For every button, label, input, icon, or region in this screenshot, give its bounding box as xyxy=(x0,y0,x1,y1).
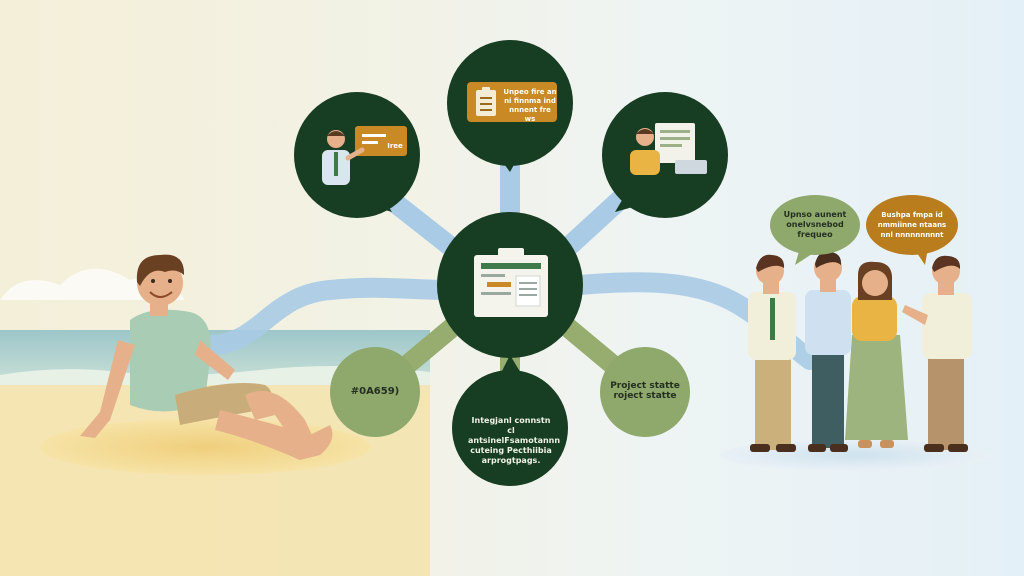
speech-bubble-orange xyxy=(866,195,958,265)
worker-figure xyxy=(630,128,660,175)
orange-speech-text: Bushpa fmpa id nmmiinne ntaans nnl nnnnn… xyxy=(877,211,947,239)
bottom-center-text: Integjanl connstn cl antsinelFsamotannn … xyxy=(468,416,561,465)
connector-left-wave xyxy=(200,277,460,355)
clipboard-icon xyxy=(476,87,496,116)
node-bottom xyxy=(452,355,568,486)
node-top-right xyxy=(602,92,728,218)
person-2 xyxy=(805,251,851,452)
top-note-text: Unpeo fire an ni finnma ind nnnent fre w… xyxy=(503,88,557,123)
speech-bubble-green xyxy=(770,195,860,265)
green-speech-text: Upnso aunent onelvsnebod frequeo xyxy=(783,210,847,239)
laptop-icon xyxy=(655,123,707,174)
left-small-node-text: #0A659) xyxy=(350,386,400,397)
screen-icon xyxy=(474,248,548,317)
presentation-board xyxy=(355,126,407,156)
node-top-left xyxy=(294,92,420,218)
left-note-text: Iree xyxy=(387,142,403,150)
connector-top-right xyxy=(555,185,635,260)
connector-top-left xyxy=(375,185,465,260)
cloud xyxy=(0,268,185,300)
presenter-figure xyxy=(322,130,365,185)
person-4 xyxy=(902,255,972,452)
node-left-small xyxy=(330,347,420,437)
node-right-small xyxy=(600,347,690,437)
right-small-node-text: Project statte roject statte xyxy=(610,381,680,401)
person-3 xyxy=(845,261,908,448)
team-group xyxy=(720,195,990,471)
node-center xyxy=(437,212,583,358)
person-1 xyxy=(748,254,796,452)
node-top xyxy=(447,40,573,172)
relaxing-man xyxy=(80,254,333,460)
